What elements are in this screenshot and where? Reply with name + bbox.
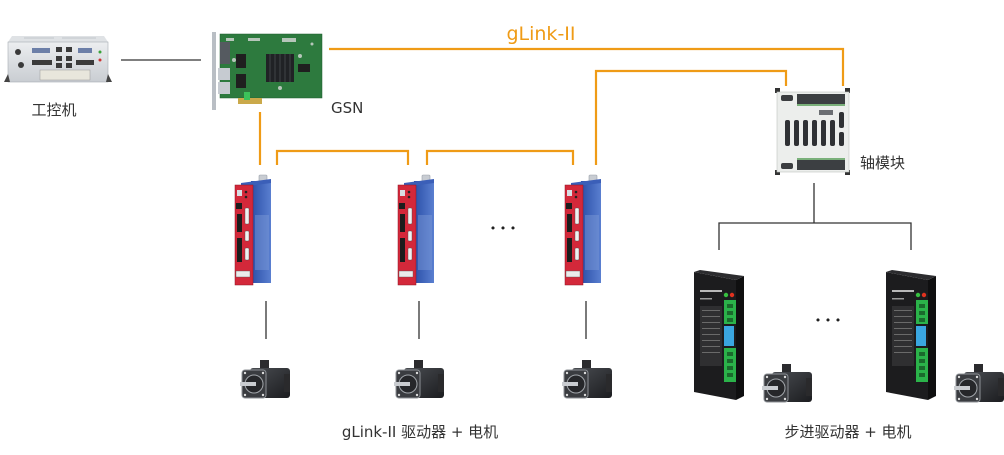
glink-servo-drive-1-icon[interactable] [234, 174, 272, 286]
stepper-drive-1-icon[interactable] [694, 270, 744, 400]
glink-line-drive-1-to-drive-2 [275, 149, 410, 165]
stepper-motor-1-icon[interactable] [761, 363, 813, 403]
axis-module-label: 轴模块 [860, 154, 905, 172]
glink-bus-label: gLink-II [506, 23, 575, 45]
glink-line-drive-3-to-axis-module [594, 69, 788, 165]
stepper-drive-2-icon[interactable] [886, 270, 936, 400]
axis-module-icon[interactable] [775, 88, 850, 175]
stepper-branch-line [718, 222, 912, 250]
stepper-drives-ellipsis: • • • [815, 314, 841, 327]
glink-line-drive-2-to-drive-3 [425, 149, 575, 165]
glink-drives-label: gLink-II 驱动器 + 电机 [342, 423, 498, 441]
connections [121, 47, 912, 339]
gsn-label: GSN [331, 99, 363, 117]
servo-motor-2-icon[interactable] [393, 359, 445, 399]
glink-drives-ellipsis: • • • [490, 222, 516, 235]
servo-motor-1-icon[interactable] [239, 359, 291, 399]
stepper-motor-2-icon[interactable] [953, 363, 1004, 403]
glink-servo-drive-2-icon[interactable] [397, 174, 435, 286]
glink-servo-drive-3-icon[interactable] [564, 174, 602, 286]
gsn-motion-card-icon[interactable] [212, 32, 323, 110]
glink-bus-line-gsn-to-axis-module [329, 47, 845, 86]
servo-motor-3-icon[interactable] [561, 359, 613, 399]
industrial-pc-icon[interactable] [4, 36, 112, 83]
ipc-label: 工控机 [31, 101, 76, 119]
stepper-drives-label: 步进驱动器 + 电机 [784, 423, 911, 441]
